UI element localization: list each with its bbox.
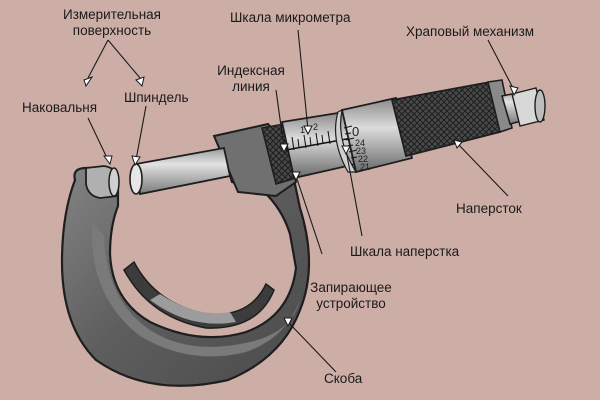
- leader-anvil: [87, 117, 109, 161]
- spindle: [134, 146, 232, 196]
- sleeve-number-2: 2: [313, 122, 318, 132]
- leader-measuring-surface-b: [107, 39, 141, 79]
- arrow-index-line: [279, 143, 289, 154]
- thimble-number-22: 22: [358, 154, 368, 164]
- leader-ratchet: [487, 39, 515, 91]
- sleeve-ticks: [291, 130, 331, 151]
- label-index-line-line-2: линия: [232, 79, 270, 94]
- label-locking-device-line-1: Запирающее: [310, 280, 392, 295]
- label-measuring-surface: Измерительная поверхность: [52, 7, 172, 39]
- leader-frame: [287, 321, 337, 373]
- label-thimble: Наперсток: [456, 201, 522, 216]
- ratchet-end: [534, 89, 546, 123]
- leader-index-line: [275, 89, 285, 149]
- thimble-end-cap: [487, 79, 513, 134]
- label-ratchet: Храповый механизм: [406, 24, 535, 39]
- label-spindle: Шпиндель: [124, 90, 189, 105]
- leader-locking-device: [295, 175, 323, 255]
- leader-measuring-surface-a: [87, 39, 109, 79]
- label-measuring-surface-line-1: Измерительная: [62, 7, 161, 22]
- label-locking-device: Запирающее устройство: [296, 280, 406, 312]
- label-frame: Скоба: [324, 371, 363, 386]
- sleeve-number-1: 1: [300, 125, 305, 135]
- arrow-micrometer-scale: [303, 125, 313, 136]
- label-measuring-surface-line-2: поверхность: [72, 23, 152, 38]
- arrow-heads: [83, 75, 519, 328]
- arrow-measuring-surface-b: [135, 76, 145, 87]
- arrow-anvil: [103, 155, 113, 166]
- anvil-face: [108, 167, 120, 197]
- thimble-bevel: [334, 108, 358, 173]
- thimble-number-0: 0: [352, 124, 359, 139]
- leader-spindle: [135, 105, 147, 161]
- arrow-thimble-scale: [341, 145, 351, 156]
- label-index-line: Индексная линия: [206, 63, 296, 95]
- label-micrometer-scale: Шкала микрометра: [230, 10, 351, 25]
- leader-lines: [87, 29, 515, 373]
- thimble-number-21: 21: [360, 162, 370, 172]
- arrow-spindle: [131, 155, 141, 167]
- thimble-knurled-grip: [390, 80, 502, 158]
- arrow-measuring-surface-a: [83, 75, 94, 88]
- label-anvil: Наковальня: [22, 100, 98, 115]
- leader-thimble: [457, 143, 509, 197]
- label-thimble-scale: Шкала наперстка: [350, 244, 460, 259]
- leader-thimble-scale: [345, 149, 363, 237]
- label-locking-device-line-2: устройство: [316, 296, 386, 311]
- frame-inset-inner: [150, 294, 236, 324]
- arrow-thimble: [453, 139, 463, 149]
- arrow-locking-device: [291, 171, 301, 182]
- thimble-number-24: 24: [355, 138, 365, 148]
- arrow-ratchet: [509, 85, 519, 97]
- leader-micrometer-scale: [297, 29, 309, 131]
- spindle-face: [129, 163, 143, 195]
- arrow-frame: [283, 317, 293, 328]
- label-index-line-line-1: Индексная: [217, 63, 285, 78]
- thimble-number-23: 23: [356, 146, 366, 156]
